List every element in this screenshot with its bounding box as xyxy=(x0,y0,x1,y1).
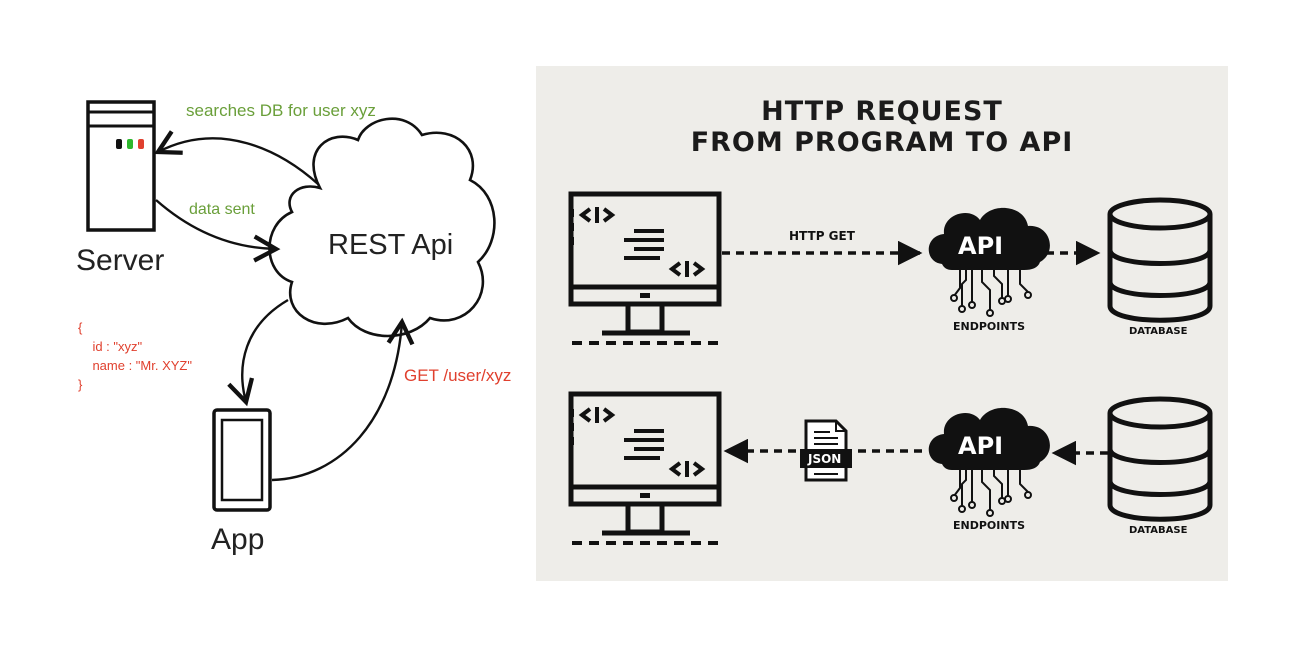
data-sent-label: data sent xyxy=(189,201,255,218)
code-name-line: name : "Mr. XYZ" xyxy=(78,358,192,373)
endpoints-label: ENDPOINTS xyxy=(953,320,1025,333)
api-cloud-label: API xyxy=(958,432,1004,460)
infographic-drawing xyxy=(536,66,1228,581)
server-icon xyxy=(86,100,156,232)
search-db-label: searches DB for user xyz xyxy=(186,101,376,120)
api-cloud-label: API xyxy=(958,232,1004,260)
arrow-server-to-cloud xyxy=(155,199,281,263)
json-file-label: JSON xyxy=(808,452,842,466)
api-cloud-icon xyxy=(927,406,1051,517)
code-open-brace: { xyxy=(78,320,83,335)
code-close-brace: } xyxy=(78,377,83,392)
rest-api-cloud-icon xyxy=(268,117,496,338)
get-request-label: GET /user/xyz xyxy=(404,366,512,385)
database-label: DATABASE xyxy=(1129,525,1188,536)
rest-api-label: REST Api xyxy=(328,229,454,261)
app-label: App xyxy=(211,523,265,556)
database-label: DATABASE xyxy=(1129,326,1188,337)
arrow-app-to-cloud xyxy=(271,317,415,482)
sketch-drawing xyxy=(86,100,496,512)
app-phone-icon xyxy=(212,408,272,512)
code-id-line: id : "xyz" xyxy=(78,339,143,354)
infographic-title-line2: FROM PROGRAM TO API xyxy=(690,127,1074,158)
http-get-label: HTTP GET xyxy=(789,229,855,243)
api-cloud-icon xyxy=(927,206,1051,317)
http-request-infographic: HTTP REQUEST FROM PROGRAM TO API xyxy=(536,66,1228,581)
arrow-cloud-to-server xyxy=(154,130,319,185)
rest-api-sketch-diagram: searches DB for user xyz data sent Serve… xyxy=(0,0,536,646)
infographic-title-line1: HTTP REQUEST xyxy=(761,96,1003,127)
program-monitor-icon xyxy=(571,194,720,343)
database-icon xyxy=(1110,200,1210,320)
json-response-code: { id : "xyz" name : "Mr. XYZ" } xyxy=(78,318,192,394)
endpoints-label: ENDPOINTS xyxy=(953,519,1025,532)
json-file-icon xyxy=(800,419,852,482)
database-icon xyxy=(1110,399,1210,519)
arrow-cloud-to-app xyxy=(227,298,289,407)
program-monitor-icon xyxy=(571,394,720,543)
server-label: Server xyxy=(76,244,165,277)
